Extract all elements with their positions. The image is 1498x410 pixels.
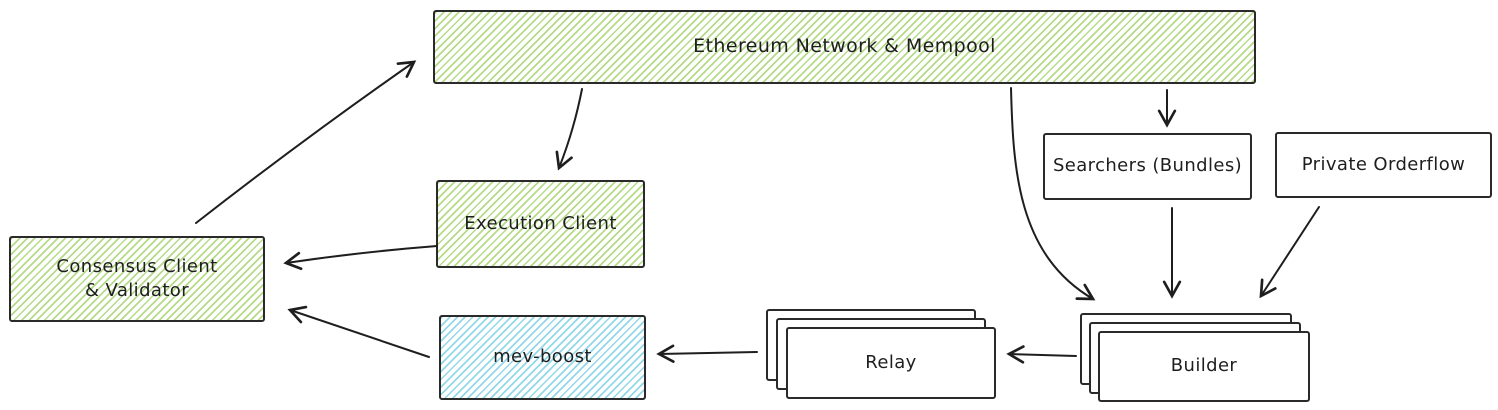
arrow-relay-to-mev-boost	[656, 344, 758, 363]
node-private-orderflow: Private Orderflow	[1275, 132, 1492, 198]
node-consensus-client-validator: Consensus Client & Validator	[9, 236, 265, 322]
node-ethereum-network-mempool: Ethereum Network & Mempool	[433, 10, 1256, 84]
node-relay: Relay	[786, 327, 996, 399]
arrow-consensus-client-to-ethereum-network	[195, 60, 417, 224]
node-label: Execution Client	[464, 212, 617, 234]
node-label: Relay	[865, 351, 917, 373]
arrow-execution-client-to-consensus-client	[283, 245, 438, 271]
node-mev-boost: mev-boost	[439, 315, 646, 400]
node-searchers-bundles: Searchers (Bundles)	[1043, 133, 1252, 200]
arrow-mev-boost-to-consensus-client	[287, 305, 430, 358]
node-label: Builder	[1170, 355, 1238, 377]
node-label: Searchers (Bundles)	[1052, 155, 1243, 177]
node-label: Private Orderflow	[1301, 153, 1466, 175]
node-label: mev-boost	[493, 346, 592, 368]
node-label-line2: & Validator	[84, 280, 190, 301]
node-label-line1: Consensus Client	[56, 255, 218, 277]
arrow-ethereum-network-to-execution-client	[555, 88, 583, 171]
node-execution-client: Execution Client	[436, 180, 645, 268]
arrow-builder-to-relay	[1006, 345, 1077, 364]
node-label: Ethereum Network & Mempool	[693, 35, 996, 58]
arrow-private-orderflow-to-builder	[1259, 206, 1320, 299]
node-builder: Builder	[1098, 331, 1310, 402]
